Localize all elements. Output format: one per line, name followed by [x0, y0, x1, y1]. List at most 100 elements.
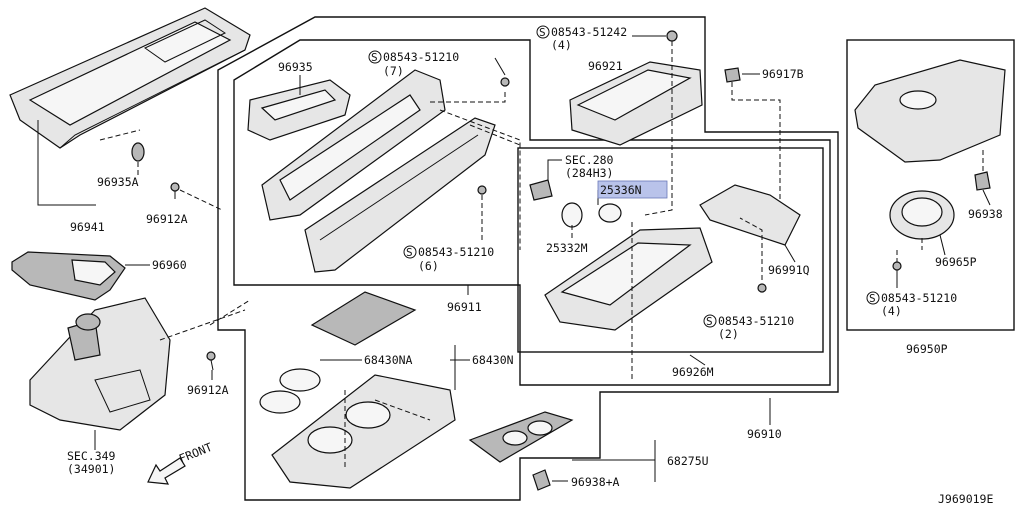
rubber-mat-68430N — [310, 291, 417, 346]
lead-screw7 — [494, 57, 506, 76]
s-letter: S — [406, 246, 413, 259]
label-96912A-bottom: 96912A — [187, 383, 229, 397]
lead-cupholder-dash — [344, 390, 431, 470]
shift-lever-assy — [29, 297, 171, 431]
cup-holder-tray — [271, 374, 456, 489]
label-96991Q: 96991Q — [768, 263, 810, 277]
speaker-96965P — [889, 190, 955, 240]
label-96938A: 96938+A — [571, 475, 620, 489]
label-screw-top: 08543-51242 — [551, 25, 627, 39]
lead-sec280 — [547, 159, 562, 180]
rings-68430NA — [259, 368, 321, 414]
lead-96941 — [37, 195, 96, 206]
label-sec280-sub: (284H3) — [565, 166, 613, 180]
usb-module — [529, 179, 553, 201]
lead-96912A-1 — [179, 189, 223, 211]
label-sec349-sub: (34901) — [67, 462, 115, 476]
lid-96935 — [247, 79, 351, 141]
label-96950P: 96950P — [906, 342, 948, 356]
s-letter: S — [371, 51, 378, 64]
label-screw-4: 08543-51210 — [881, 291, 957, 305]
lead-96991Q — [784, 244, 796, 263]
label-screw-2-qty: (2) — [718, 327, 739, 341]
label-96935: 96935 — [278, 60, 313, 74]
socket-25336N — [598, 203, 622, 223]
label-screw-7: 08543-51210 — [383, 50, 459, 64]
s-symbol-top: S — [536, 25, 550, 39]
panel-96911-upper — [261, 69, 446, 221]
lead-left-dash — [99, 129, 251, 341]
label-96960: 96960 — [152, 258, 187, 272]
s-letter: S — [869, 292, 876, 305]
lead-96917B-dash — [731, 82, 781, 200]
label-96938: 96938 — [968, 207, 1003, 221]
label-96921: 96921 — [588, 59, 623, 73]
lead-68430N — [450, 345, 470, 390]
lead-speaker-dash — [896, 238, 923, 262]
label-screw-top-qty: (4) — [551, 38, 572, 52]
lead-screw2-dash — [739, 217, 763, 280]
label-96912A-top: 96912A — [146, 212, 188, 226]
finisher-96960 — [11, 251, 126, 301]
clip-96935A — [131, 142, 145, 162]
label-screw-4-qty: (4) — [881, 304, 902, 318]
label-front: FRONT — [177, 440, 214, 466]
label-25332M: 25332M — [546, 241, 588, 255]
diagram-code: J969019E — [938, 492, 993, 506]
label-96926M: 96926M — [672, 365, 714, 379]
lead-68275U — [572, 440, 656, 482]
frame-96926M — [517, 147, 824, 353]
label-68430N: 68430N — [472, 353, 514, 367]
label-96910: 96910 — [747, 427, 782, 441]
label-sec349: SEC.349 — [67, 449, 116, 463]
mat-68275U — [468, 411, 574, 463]
lead-96938 — [982, 189, 991, 206]
armrest-96921 — [569, 61, 703, 146]
label-68275U: 68275U — [667, 454, 709, 468]
clip-96938 — [974, 171, 991, 191]
trim-panel-96941 — [9, 7, 251, 149]
lead-armrest-dash — [644, 41, 673, 216]
s-letter: S — [706, 315, 713, 328]
label-68430NA: 68430NA — [364, 353, 413, 367]
s-symbol-7: S — [368, 50, 382, 64]
label-screw-6-qty: (6) — [418, 259, 439, 273]
lead-screw7-dash — [430, 90, 506, 103]
clip-96938A — [532, 469, 551, 491]
highlight-25336N — [597, 180, 668, 199]
lead-96926M — [689, 354, 706, 366]
frame-96910 — [217, 16, 839, 501]
frame-96950P — [846, 39, 1015, 331]
front-arrow — [147, 457, 186, 485]
screw-top — [666, 30, 678, 42]
s-symbol-4: S — [866, 291, 880, 305]
box-96926M — [544, 227, 713, 331]
label-screw-6: 08543-51210 — [418, 245, 494, 259]
label-screw-7-qty: (7) — [383, 64, 404, 78]
panel-96911-side — [304, 117, 496, 273]
screw-box — [757, 283, 767, 293]
label-screw-2: 08543-51210 — [718, 314, 794, 328]
label-96935A: 96935A — [97, 175, 139, 189]
label-25336N: 25336N — [600, 183, 642, 197]
label-96917B: 96917B — [762, 67, 804, 81]
frame-96911 — [233, 39, 831, 386]
label-96965P: 96965P — [935, 255, 977, 269]
bracket-96991Q — [699, 184, 801, 246]
label-96941: 96941 — [70, 220, 105, 234]
screw-96912A-top — [170, 182, 180, 199]
socket-25332M — [561, 202, 583, 228]
screw-96912A-bottom — [206, 351, 216, 371]
screw-center — [477, 77, 510, 195]
lead-96965P — [939, 234, 946, 256]
lead-96911-dash — [439, 109, 521, 250]
label-sec280: SEC.280 — [565, 153, 614, 167]
clip-96917B — [724, 67, 741, 83]
s-letter: S — [539, 26, 546, 39]
s-symbol-2: S — [703, 314, 717, 328]
cover-96950P — [854, 59, 1006, 163]
label-96911: 96911 — [447, 300, 482, 314]
screw-speaker — [892, 261, 902, 271]
s-symbol-6: S — [403, 245, 417, 259]
